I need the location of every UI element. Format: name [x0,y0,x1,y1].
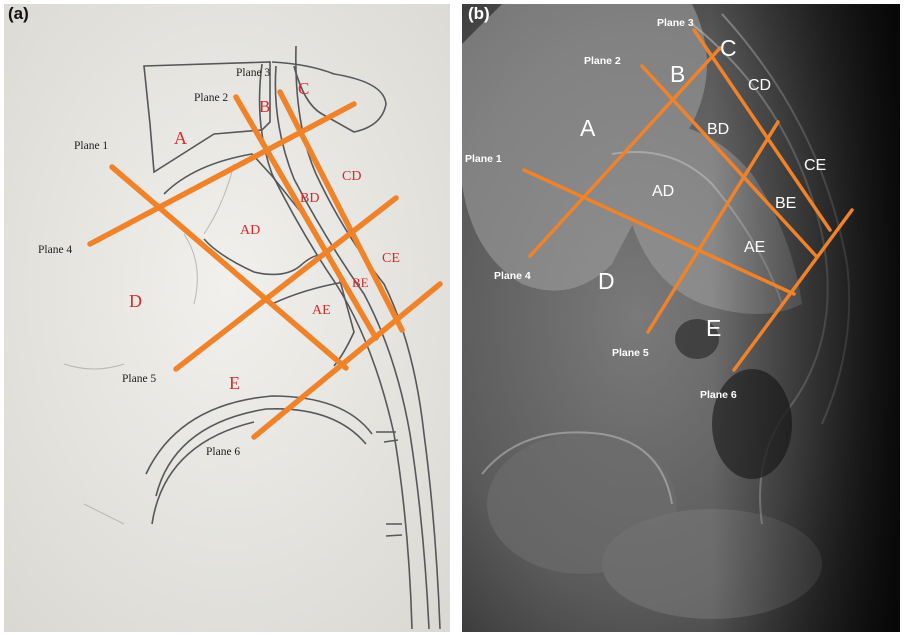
region-e-label: E [229,373,240,393]
region-e-label: E [706,315,721,341]
region-cd-label: CD [342,169,361,184]
region-a-label: A [174,128,187,148]
panel-a-label: (a) [8,4,29,24]
plane-4-label: Plane 4 [494,270,531,282]
region-a-label: A [580,115,596,141]
region-b-label: B [259,97,270,116]
plane-2-label: Plane 2 [194,92,228,104]
region-cd-label: CD [748,77,771,94]
region-ae-label: AE [744,239,765,256]
plane-2-label: Plane 2 [584,55,621,67]
panel-b-radiograph: Plane 1 Plane 2 Plane 3 Plane 4 Plane 5 … [462,4,900,632]
region-c-label: C [298,79,309,98]
region-c-label: C [720,35,737,61]
plane-4-label: Plane 4 [38,244,72,256]
plane-5-label: Plane 5 [612,347,649,359]
plane-6-label: Plane 6 [206,446,240,458]
region-d-label: D [129,291,142,311]
plane-5-label: Plane 5 [122,373,156,385]
plane-3-label: Plane 3 [657,17,694,29]
drawing-canvas: Plane 1 Plane 2 Plane 3 Plane 4 Plane 5 … [4,4,450,632]
radiograph-canvas: Plane 1 Plane 2 Plane 3 Plane 4 Plane 5 … [462,4,900,632]
region-ce-label: CE [804,157,826,174]
panel-b-label: (b) [468,4,490,24]
plane-1-label: Plane 1 [74,140,108,152]
region-be-label: BE [775,195,796,212]
region-ae-label: AE [312,303,331,318]
region-bd-label: BD [707,121,729,138]
region-ce-label: CE [382,251,400,266]
region-ad-label: AD [652,183,674,200]
region-d-label: D [598,268,615,294]
region-bd-label: BD [300,191,319,206]
region-b-label: B [670,61,685,87]
plane-3-label: Plane 3 [236,67,270,79]
region-be-label: BE [352,275,369,290]
region-ad-label: AD [240,223,260,238]
plane-6-label: Plane 6 [700,389,737,401]
panel-a-drawing: Plane 1 Plane 2 Plane 3 Plane 4 Plane 5 … [4,4,450,632]
plane-1-label: Plane 1 [465,153,502,165]
